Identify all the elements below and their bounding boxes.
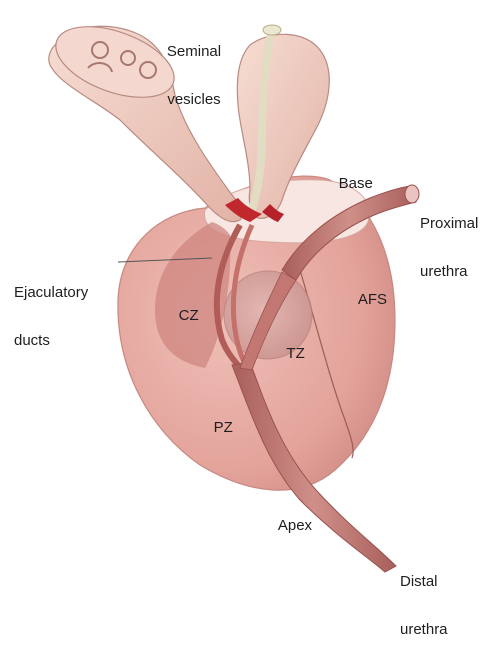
label-cz: CZ [162,292,199,340]
label-proximal-urethra: Proximal urethra [420,184,478,312]
label-ejaculatory-ducts: Ejaculatory ducts [14,253,88,381]
label-pz: PZ [197,404,233,452]
label-afs: AFS [342,276,387,324]
label-apex: Apex [262,502,312,550]
label-seminal-vesicles: Seminal vesicles [148,12,240,140]
label-tz: TZ [270,330,305,378]
proximal-urethra-opening [405,185,419,203]
label-distal-urethra: Distal urethra [400,542,448,670]
vas-deferens-top [263,25,281,35]
label-base: Base [322,160,373,208]
prostate-anatomy-diagram: Seminal vesicles Base Proximal urethra E… [0,0,498,574]
